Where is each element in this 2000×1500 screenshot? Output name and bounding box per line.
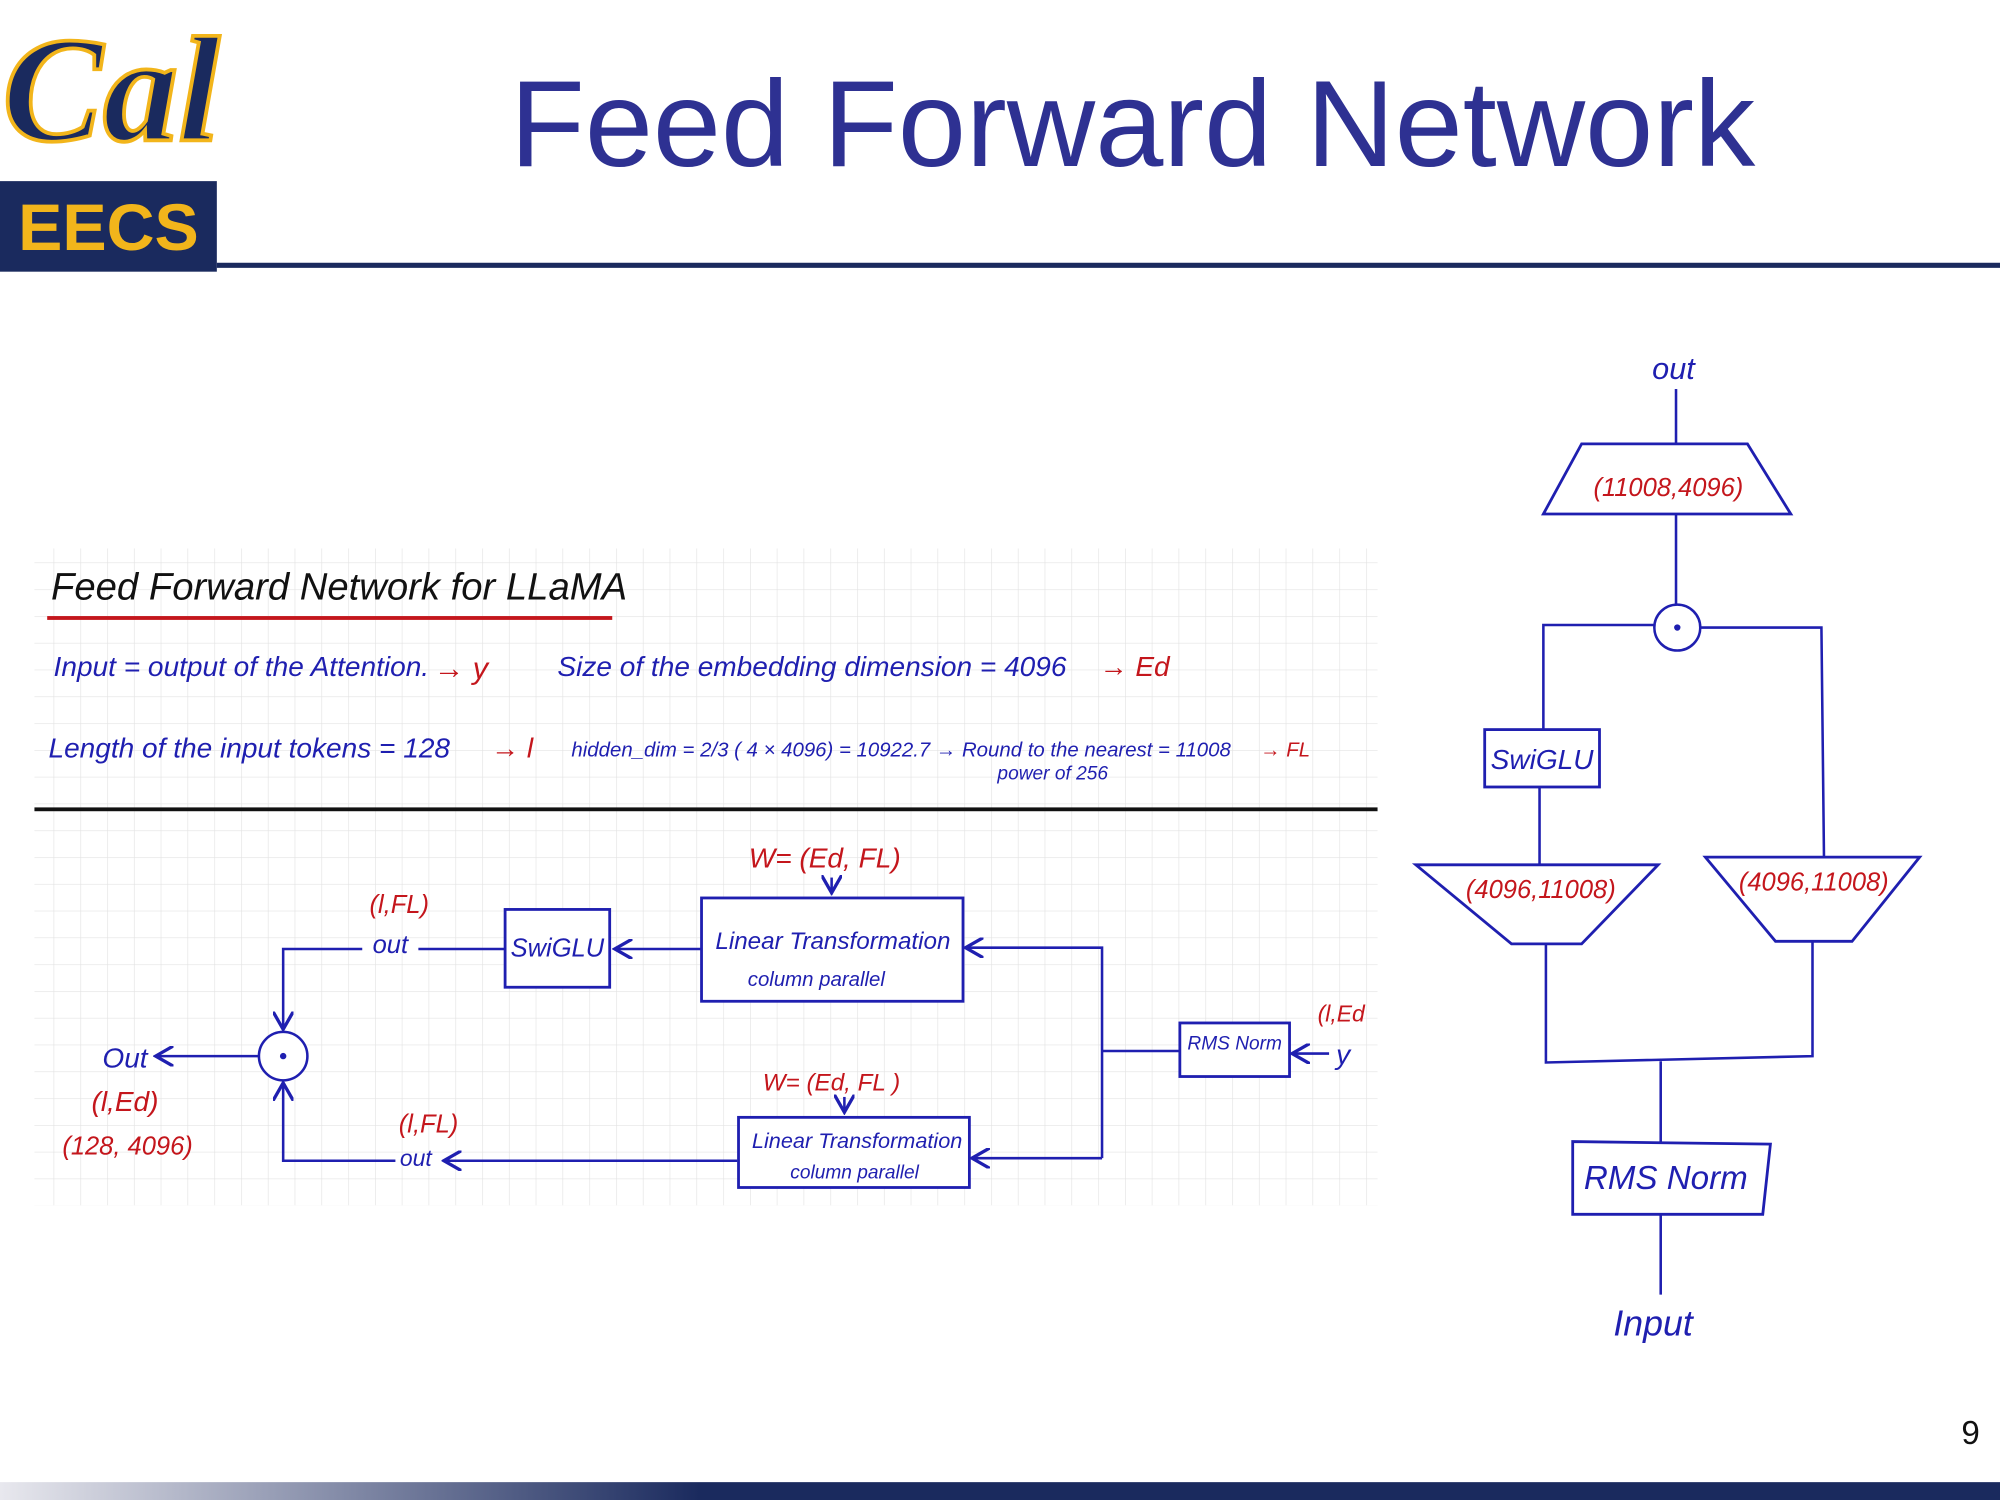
note-hidden-dim-var: → FL bbox=[1260, 739, 1310, 761]
linear-bottom-label: Linear Transformation bbox=[752, 1128, 962, 1153]
title-rule bbox=[216, 262, 2000, 268]
flow-swiglu-label: SwiGLU bbox=[1491, 744, 1595, 775]
page-number: 9 bbox=[1961, 1415, 1979, 1452]
flow-w-left-label: (4096,11008) bbox=[1466, 876, 1616, 904]
flow-swiglu-box bbox=[1483, 728, 1601, 789]
heading-underline bbox=[47, 616, 613, 620]
flow-out-label: out bbox=[1652, 352, 1696, 386]
linear-top-label: Linear Transformation bbox=[715, 928, 950, 955]
note-input: Input = output of the Attention. bbox=[54, 651, 430, 682]
flow-w-right-label: (4096,11008) bbox=[1739, 868, 1889, 896]
linear-top-sub: column parallel bbox=[748, 969, 886, 991]
rms-norm-label: RMS Norm bbox=[1187, 1034, 1282, 1055]
input-shape-label: (l,Ed bbox=[1318, 1001, 1366, 1027]
note-embedding-var: → Ed bbox=[1099, 651, 1171, 682]
note-embedding: Size of the embedding dimension = 4096 bbox=[557, 651, 1066, 682]
slide-title: Feed Forward Network bbox=[510, 55, 1756, 192]
note-length-var: → l bbox=[491, 733, 534, 764]
flow-rms-norm-label: RMS Norm bbox=[1584, 1160, 1748, 1197]
flow-right-projection bbox=[1702, 855, 1923, 943]
notes-heading: Feed Forward Network for LLaMA bbox=[51, 565, 627, 608]
notes-divider bbox=[34, 807, 1378, 812]
note-hidden-dim: hidden_dim = 2/3 ( 4 × 4096) = 10922.7 →… bbox=[571, 739, 1231, 761]
weight-bottom-label: W= (Ed, FL ) bbox=[763, 1070, 901, 1097]
flow-left-projection bbox=[1411, 863, 1662, 946]
footer-bar bbox=[0, 1482, 2000, 1500]
final-shape-label: (l,Ed) bbox=[91, 1086, 158, 1117]
rms-norm-box bbox=[1178, 1021, 1291, 1078]
note-input-var: → y bbox=[434, 652, 490, 686]
flow-w-out-label: (11008,4096) bbox=[1593, 474, 1743, 502]
input-var-label: y bbox=[1334, 1039, 1352, 1070]
note-length: Length of the input tokens = 128 bbox=[48, 733, 450, 764]
weight-top-label: W= (Ed, FL) bbox=[749, 842, 901, 873]
linear-box-top bbox=[700, 896, 965, 1003]
flow-out-projection bbox=[1541, 442, 1794, 516]
out-top-label: out bbox=[373, 931, 409, 959]
flow-rms-norm-box bbox=[1571, 1140, 1772, 1216]
cal-eecs-logo: Cal EECS bbox=[0, 4, 222, 272]
shape-top-label: (l,FL) bbox=[369, 891, 429, 919]
swiglu-label: SwiGLU bbox=[511, 935, 605, 963]
final-dims-label: (128, 4096) bbox=[62, 1132, 192, 1160]
shape-bottom-label: (l,FL) bbox=[399, 1111, 459, 1139]
logo-cal-text: Cal bbox=[3, 6, 221, 173]
note-power: power of 256 bbox=[996, 763, 1108, 784]
notebook-image: Feed Forward Network for LLaMA Input = o… bbox=[34, 548, 1378, 1206]
out-bottom-label: out bbox=[400, 1145, 434, 1171]
logo-eecs-background bbox=[0, 181, 217, 272]
ffn-flow-diagram: out (11008,4096) SwiGLU (4096,11008) (40… bbox=[1411, 352, 1923, 1343]
logo-eecs-text: EECS bbox=[18, 191, 199, 265]
final-out-label: Out bbox=[102, 1043, 148, 1074]
flow-input-label: Input bbox=[1613, 1303, 1694, 1343]
linear-bottom-sub: column parallel bbox=[790, 1163, 919, 1184]
swiglu-box bbox=[503, 908, 612, 989]
